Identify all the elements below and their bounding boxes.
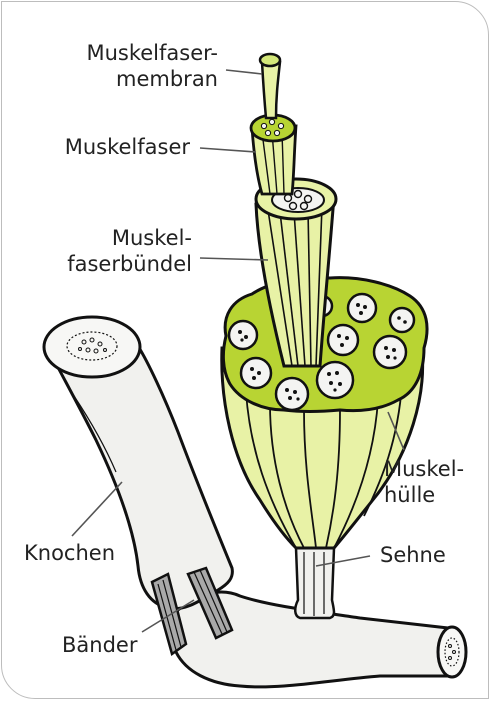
fiber-membrane bbox=[260, 54, 280, 118]
label-baender: Bänder bbox=[62, 632, 137, 658]
label-muskelhuelle-line2: hülle bbox=[384, 482, 464, 508]
label-muskelfaserbuendel-line1: Muskel- bbox=[40, 225, 192, 251]
tendon bbox=[295, 548, 334, 618]
upper-bone-end bbox=[44, 317, 140, 377]
label-muskelfaserbuendel-line2: faserbündel bbox=[40, 251, 192, 277]
label-muskelfasermembran-line2: membran bbox=[40, 66, 218, 92]
label-muskelfaser: Muskelfaser bbox=[20, 134, 190, 160]
label-muskelfasermembran-line1: Muskelfaser- bbox=[40, 40, 218, 66]
label-muskelfaserbuendel: Muskel- faserbündel bbox=[40, 225, 192, 277]
label-knochen: Knochen bbox=[24, 540, 115, 566]
label-sehne: Sehne bbox=[380, 542, 446, 568]
muscle-fiber bbox=[251, 115, 296, 194]
label-muskelfasermembran: Muskelfaser- membran bbox=[40, 40, 218, 92]
label-muskelhuelle-line1: Muskel- bbox=[384, 456, 464, 482]
label-muskelhuelle: Muskel- hülle bbox=[384, 456, 464, 508]
